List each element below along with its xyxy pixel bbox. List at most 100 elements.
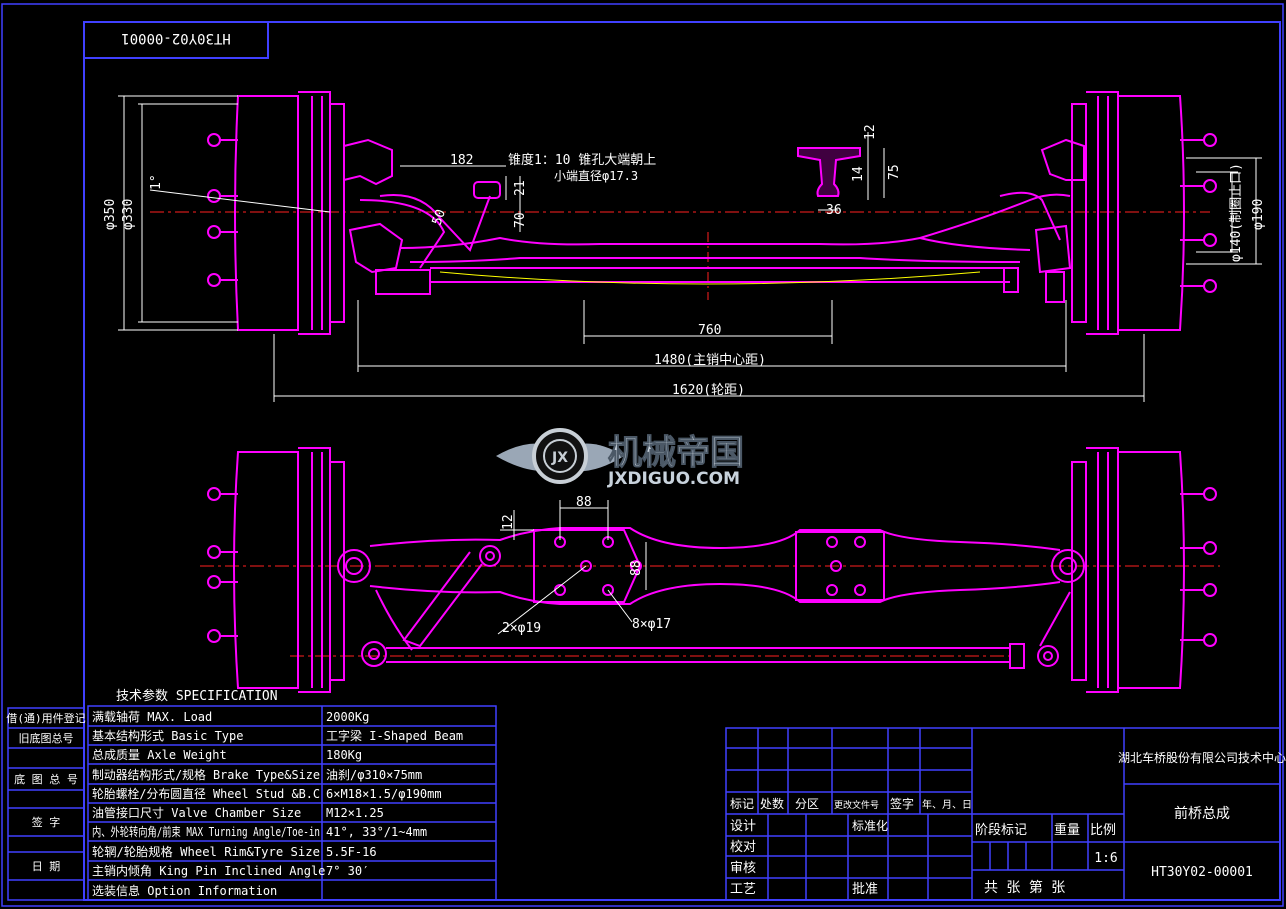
rev-header-1: 处数 <box>760 796 784 811</box>
spec-value: 41°, 33°/1~4mm <box>326 825 427 839</box>
plan-beam-bottom <box>369 581 1061 605</box>
watermark: JX 机械帝国 JXDIGUO.COM <box>496 428 745 489</box>
side-label-2: 底 图 总 号 <box>14 772 78 786</box>
spec-value: M12×1.25 <box>326 806 384 820</box>
taper-note: 锥度1：10 锥孔大端朝上 <box>508 152 656 168</box>
spec-title: 技术参数 SPECIFICATION <box>116 688 278 704</box>
spec-value: 2000Kg <box>326 710 369 724</box>
plan-beam-top <box>369 527 1061 551</box>
side-label-4: 日 期 <box>32 860 61 873</box>
front-view <box>150 91 1217 335</box>
left-spring-pad <box>533 529 642 603</box>
side-label-texts: 借(通)用件登记 旧底图总号 底 图 总 号 签 字 日 期 <box>6 711 85 873</box>
right-knuckle <box>1040 138 1085 181</box>
spec-label: 主销内倾角 King Pin Inclined Angle <box>92 864 325 878</box>
taper-note-2: 小端直径φ17.3 <box>554 169 638 183</box>
rev-header-0: 标记 <box>730 797 754 811</box>
spec-table-rows: 满载轴荷 MAX. Load 2000Kg 基本结构形式 Basic Type 工字… <box>92 709 463 898</box>
spec-row: 轮胎螺栓/分布圆直径 Wheel Stud &B.C 6×M18×1.5/φ190… <box>92 786 442 801</box>
title-block-grid <box>725 727 1281 901</box>
sheet-label: 共 张 第 张 <box>984 879 1065 896</box>
dim-350: φ350 <box>103 199 118 230</box>
approve-label: 批准 <box>852 882 878 897</box>
scale-label: 比例 <box>1090 823 1116 838</box>
left-brake-drum <box>234 95 299 331</box>
dim-14: 14 <box>851 166 866 182</box>
front-dimension-texts: φ350 φ330 1° 182 70 21 50 锥度1：10 锥孔大端朝上 … <box>103 124 1266 398</box>
dim-182: 182 <box>450 153 473 168</box>
rev-header-5: 年、月、日 <box>922 798 972 811</box>
spec-label: 制动器结构形式/规格 Brake Type&Size <box>92 767 320 782</box>
dim-88-height: 88 <box>629 560 644 576</box>
rev-header-2: 分区 <box>795 797 819 811</box>
spec-label: 轮辋/轮胎规格 Wheel Rim&Tyre Size <box>92 844 320 859</box>
beam-top-edge <box>399 236 1031 251</box>
spec-label: 基本结构形式 Basic Type <box>92 728 243 743</box>
side-label-3: 签 字 <box>32 815 61 829</box>
mirrored-drawing-number: HT30Y02-00001 <box>121 30 231 46</box>
plan-view <box>200 447 1220 693</box>
holes-2x19: 2×φ19 <box>502 621 541 636</box>
dim-50: 50 <box>430 208 449 228</box>
spec-label: 总成质量 Axle Weight <box>92 748 227 762</box>
dim-88-width: 88 <box>576 495 592 510</box>
watermark-title-cn: 机械帝国 <box>608 433 744 473</box>
watermark-gear-icon <box>532 428 588 484</box>
spec-value: 5.5F-16 <box>326 845 377 859</box>
left-steering-arm <box>379 194 491 252</box>
dim-36: 36 <box>826 203 842 218</box>
spec-row: 满载轴荷 MAX. Load 2000Kg <box>92 709 369 724</box>
plan-right-drum <box>1117 451 1185 689</box>
side-label-0: 借(通)用件登记 <box>6 711 85 725</box>
spec-label: 内、外轮转向角/前束 MAX Turning Angle/Toe-in <box>92 824 320 839</box>
plan-dimension-texts: 88 12 88 2×φ19 8×φ17 <box>501 495 671 636</box>
dim-12-plan: 12 <box>501 514 516 530</box>
left-knuckle <box>343 138 393 186</box>
part-name: 前桥总成 <box>1174 805 1230 822</box>
scale-value: 1:6 <box>1094 851 1117 866</box>
role-process: 工艺 <box>730 882 756 897</box>
spec-value: 6×M18×1.5/φ190mm <box>326 787 442 801</box>
front-dimension-lines <box>118 95 1262 402</box>
stage-mark-label: 阶段标记 <box>975 823 1027 838</box>
spec-label: 选装信息 Option Information <box>92 883 277 898</box>
plan-left-drum <box>233 451 299 689</box>
spec-value: 180Kg <box>326 748 362 762</box>
std-label: 标准化 <box>852 819 888 833</box>
company-name: 湖北车桥股份有限公司技术中心 <box>1118 750 1286 765</box>
spec-row: 内、外轮转向角/前束 MAX Turning Angle/Toe-in 41°, … <box>92 824 427 839</box>
dim-angle-1: 1° <box>149 174 164 190</box>
watermark-title-en: JXDIGUO.COM <box>607 469 740 489</box>
title-block-texts: 湖北车桥股份有限公司技术中心 前桥总成 HT30Y02-00001 1:6 标记… <box>730 750 1286 897</box>
spec-row: 轮辋/轮胎规格 Wheel Rim&Tyre Size 5.5F-16 <box>92 844 377 859</box>
mirror-number-box <box>83 21 269 59</box>
left-hub-flange <box>298 91 331 335</box>
spec-row: 基本结构形式 Basic Type 工字梁 I-Shaped Beam <box>92 728 463 743</box>
side-label-1: 旧底图总号 <box>19 731 74 745</box>
spec-table-grid <box>87 705 497 901</box>
spec-row: 总成质量 Axle Weight 180Kg <box>92 748 362 762</box>
spec-value: 工字梁 I-Shaped Beam <box>326 728 463 743</box>
right-spring-pad <box>795 531 885 601</box>
watermark-logo-text: JX <box>551 450 568 466</box>
plan-dimension-lines <box>497 500 647 635</box>
dim-760: 760 <box>698 323 721 338</box>
role-design: 设计 <box>730 819 756 834</box>
dim-1480: 1480(主销中心距) <box>654 353 766 368</box>
spec-label: 满载轴荷 MAX. Load <box>92 709 212 724</box>
spec-label: 轮胎螺栓/分布圆直径 Wheel Stud &B.C <box>92 786 320 801</box>
weight-label: 重量 <box>1054 822 1080 838</box>
rev-header-3: 更改文件号 <box>834 799 879 811</box>
dim-21: 21 <box>513 180 528 196</box>
dim-1620: 1620(轮距) <box>672 383 745 398</box>
dim-190: φ190 <box>1251 199 1266 230</box>
right-brake-drum <box>1117 95 1185 331</box>
dim-70: 70 <box>513 212 528 228</box>
inner-frame <box>83 21 1281 901</box>
rev-header-4: 签字 <box>890 796 914 811</box>
spec-value: 7° 30′ <box>326 864 369 878</box>
